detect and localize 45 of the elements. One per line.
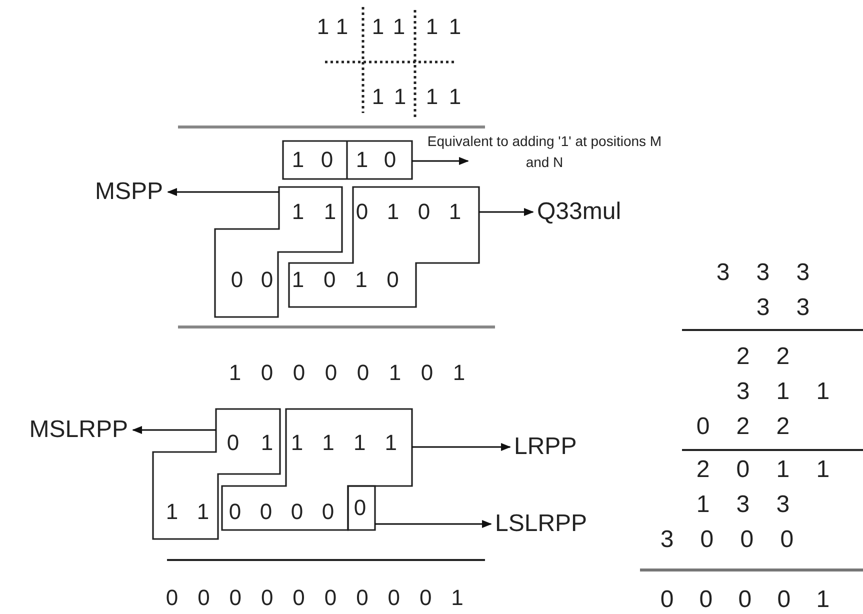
bit-digits: 1 0	[292, 149, 334, 171]
bit-digits: 1 1	[166, 501, 210, 523]
digit-row: 1 1	[426, 16, 462, 38]
digit-row: 2 2	[736, 345, 790, 369]
digit-row: 1 3 3	[696, 493, 790, 517]
digit-row: 1 1	[372, 16, 406, 38]
digit-row: 3 3 3	[716, 261, 810, 285]
bit-digits: 0 1	[226, 432, 274, 454]
digit-row: 2 0 1 1	[696, 458, 830, 482]
arrow	[412, 157, 469, 165]
term-label: MSLRPP	[29, 416, 133, 444]
bit-digits: 1 0	[356, 149, 396, 171]
partial-product-outline	[222, 409, 412, 530]
term-label: MSPP	[94, 178, 168, 206]
bit-digits: 1 1 1 1	[290, 432, 398, 454]
arrow	[132, 426, 216, 434]
arrow	[479, 208, 534, 216]
bit-digits: 0 0 0 0	[228, 501, 334, 523]
arrow	[412, 443, 511, 451]
arrow	[167, 188, 279, 196]
digit-row: 0 0 0 0 1	[660, 588, 830, 612]
digit-row: 3 0 0 0	[660, 528, 794, 552]
bit-digits: 0 0	[230, 269, 274, 291]
digit-row: 3 3	[756, 296, 810, 320]
bit-digits: 0	[354, 497, 366, 519]
digit-row: 1 1	[372, 86, 406, 108]
term-label: Q33mul	[533, 198, 622, 226]
digit-row: 1 1	[426, 86, 462, 108]
partial-product-outline	[215, 187, 342, 317]
term-label: LRPP	[510, 433, 577, 461]
digit-row: 1 1	[316, 16, 348, 38]
digit-row: 3 1 1	[736, 380, 830, 404]
partial-product-outline	[289, 187, 479, 307]
bit-digits: 0 1 0 1	[356, 201, 462, 223]
digit-row: 0 2 2	[696, 415, 790, 439]
annotation-text: Equivalent to adding '1' at positions M and N	[422, 131, 667, 173]
bit-digits: 1 1	[292, 201, 336, 223]
digit-row: 0 0 0 0 0 0 0 0 0 1	[166, 587, 464, 609]
partial-product-outline	[348, 486, 375, 530]
arrow	[375, 520, 492, 528]
digit-row: 1 0 0 0 0 1 0 1	[228, 362, 466, 384]
term-label: LSLRPP	[491, 510, 588, 538]
bit-box	[283, 141, 412, 179]
partial-product-outline	[153, 409, 280, 539]
bit-digits: 1 0 1 0	[292, 269, 399, 291]
